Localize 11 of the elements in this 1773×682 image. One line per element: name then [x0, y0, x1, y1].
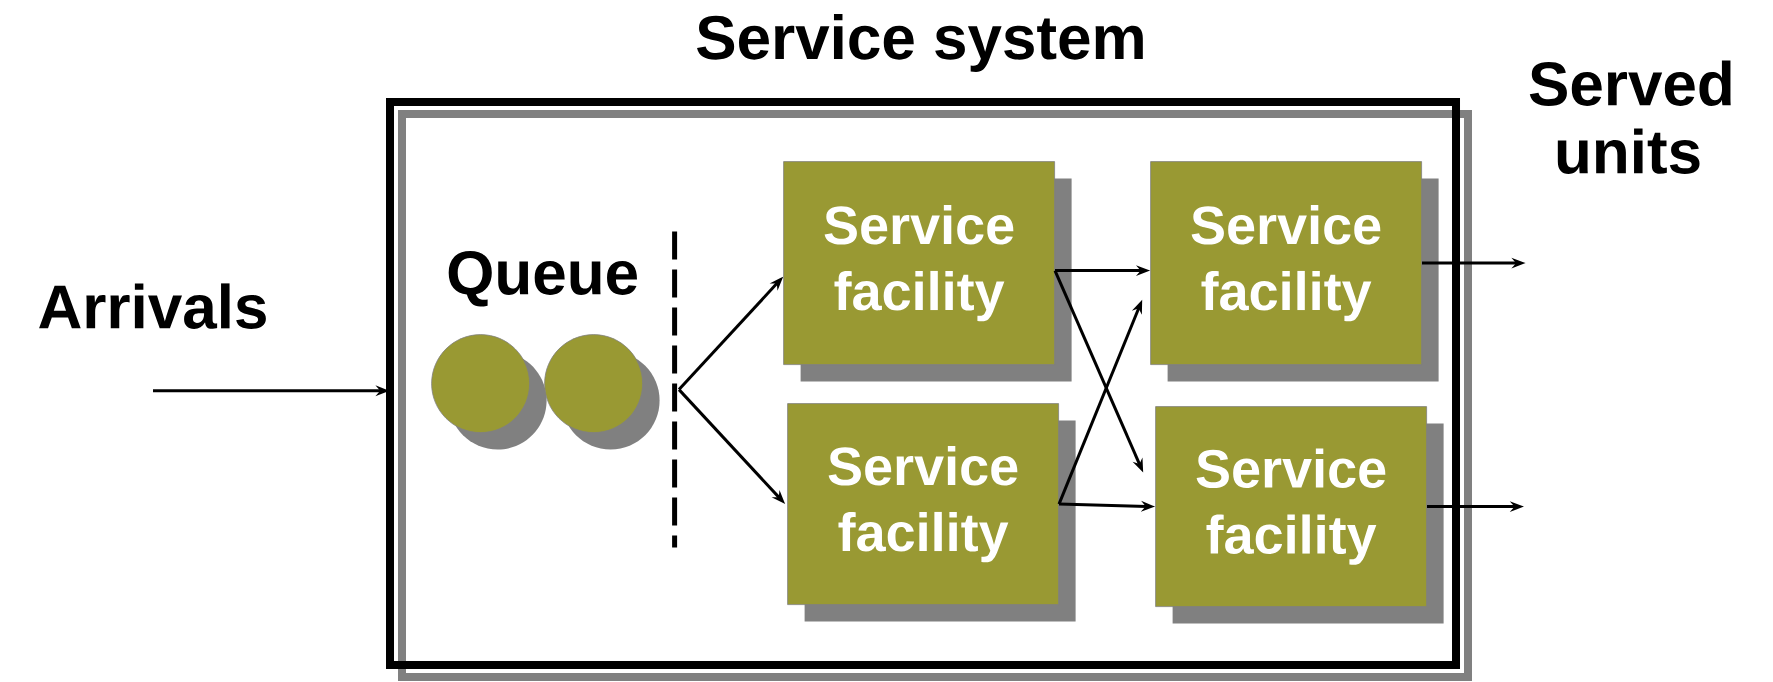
facility-box: Service facility: [787, 403, 1076, 622]
flow-label: Arrivals: [39, 283, 266, 329]
customer-circle: [431, 334, 547, 450]
queue-label: Queue: [448, 251, 637, 307]
facility-box: Service facility: [1150, 161, 1439, 382]
flow-label: Served units: [1529, 60, 1731, 174]
node-label: Service system: [697, 14, 1143, 72]
customer-circle: [544, 334, 660, 450]
facility-box: Service facility: [783, 161, 1072, 382]
facility-box: Service facility: [1155, 406, 1444, 624]
queue-barrier: [672, 231, 678, 548]
